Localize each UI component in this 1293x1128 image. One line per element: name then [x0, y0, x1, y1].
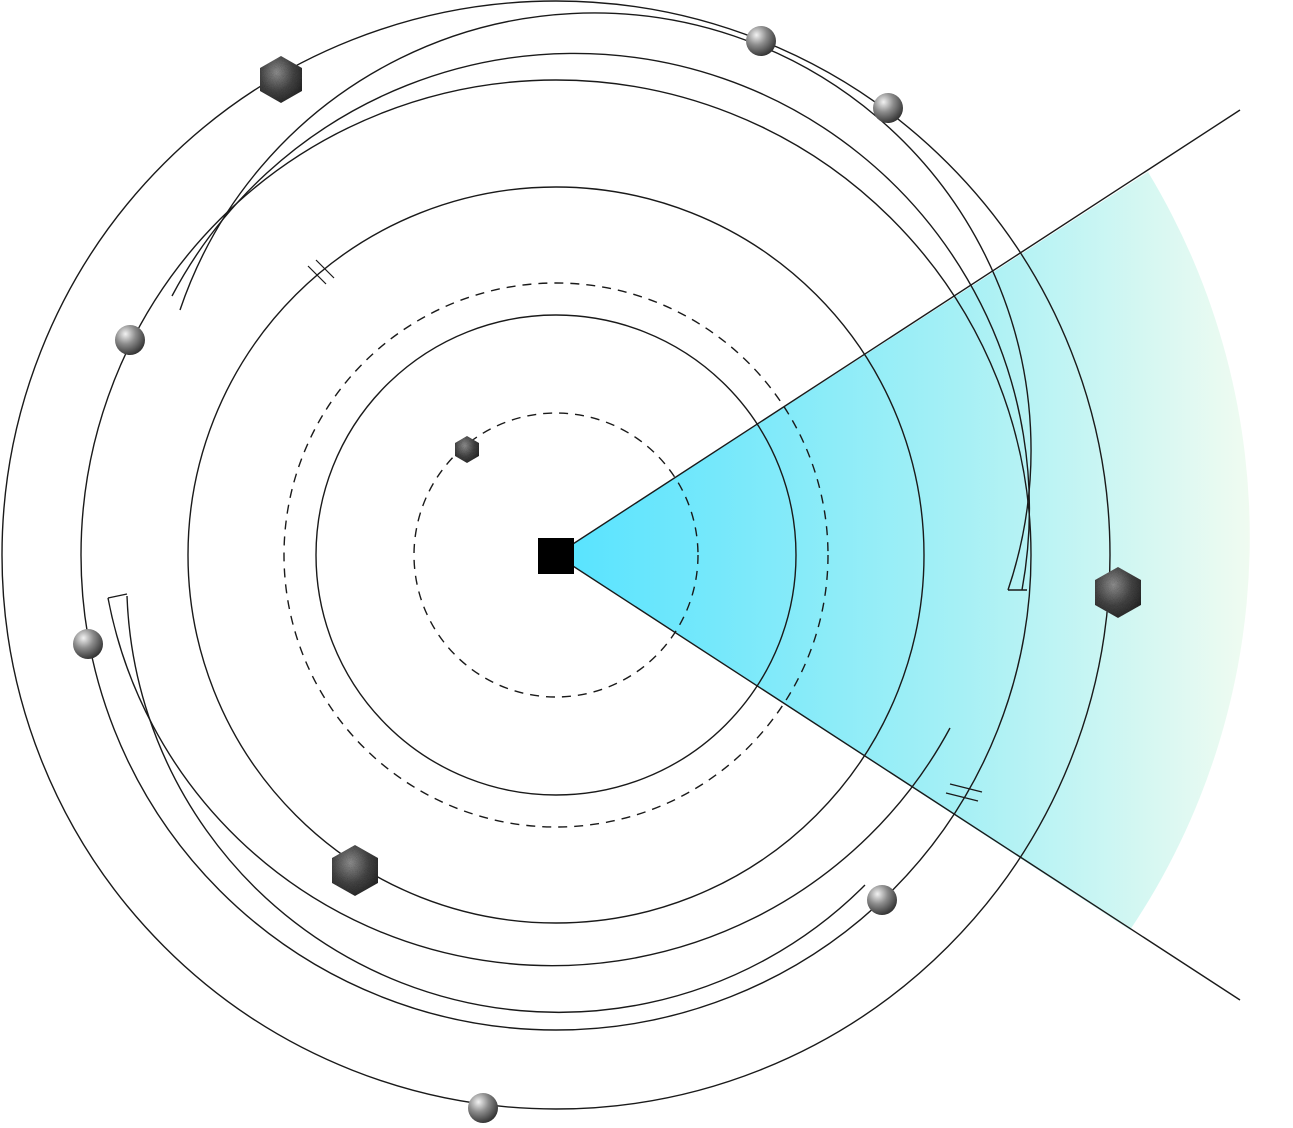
track-arc-top-inner [179, 12, 1032, 591]
track-arc-bottom-outer [107, 597, 951, 967]
sphere-body [873, 93, 903, 123]
sphere-body [73, 629, 103, 659]
track-arc-bottom-inner [126, 595, 866, 1014]
hexagon-body [332, 845, 378, 896]
track-arc-bottom-cap [107, 593, 128, 599]
core-square [538, 538, 574, 574]
hexagon-body [260, 56, 302, 103]
inner-orbit [315, 314, 797, 796]
dashed-orbit-outer [283, 282, 829, 828]
hexagon-body [1095, 567, 1141, 618]
tick-mark-bottom-right [945, 783, 983, 802]
sphere-body [746, 26, 776, 56]
dashed-orbit-inner [413, 412, 699, 698]
track-arc-top-outer [171, 52, 1031, 591]
middle-orbit [187, 186, 925, 924]
beam-ray-upper [555, 109, 1241, 556]
outer-orbit [1, 0, 1111, 1110]
sphere-body [468, 1093, 498, 1123]
outer-orbit-inner [80, 79, 1032, 1031]
sphere-body [115, 325, 145, 355]
tick-mark-top-left [307, 259, 335, 285]
sphere-body [867, 885, 897, 915]
hexagon-body [455, 436, 479, 463]
beam-ray-lower [555, 554, 1241, 1001]
beam-cone [556, 172, 1250, 930]
